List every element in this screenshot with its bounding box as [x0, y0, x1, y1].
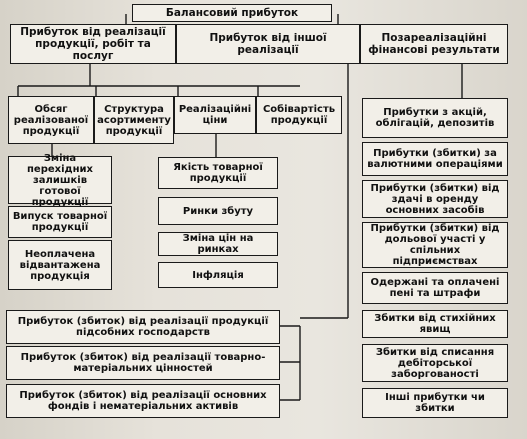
non-operating-label-lease: Прибутки (збитки) від здачі в оренду осн… [370, 182, 500, 216]
other-sales-label-goods: Прибуток (збиток) від реалізації товарно… [20, 352, 266, 374]
level1-label-other-sales: Прибуток від іншої реалізації [209, 32, 327, 56]
non-operating-label-securities: Прибутки з акцій, облігацій, депозитів [375, 107, 495, 129]
non-operating-box-fines: Одержані та оплачені пені та штрафи [362, 272, 508, 304]
price-factor-label-price-change: Зміна цін на ринках [182, 233, 254, 255]
non-operating-box-other: Інші прибутки чи збитки [362, 388, 508, 418]
non-operating-box-disasters: Збитки від стихійних явищ [362, 310, 508, 338]
volume-factor-label-stock-change: Зміна перехідних залишків готової продук… [27, 152, 93, 208]
non-operating-box-lease: Прибутки (збитки) від здачі в оренду осн… [362, 180, 508, 218]
volume-factor-box-stock-change: Зміна перехідних залишків готової продук… [8, 153, 112, 208]
non-operating-label-disasters: Збитки від стихійних явищ [374, 313, 496, 335]
root-label: Балансовий прибуток [165, 7, 299, 19]
volume-factor-box-unpaid: Неоплачена відвантажена продукція [8, 240, 112, 290]
non-operating-box-currency: Прибутки (збитки) за валютними операціям… [362, 142, 508, 176]
root-box: Балансовий прибуток [132, 4, 332, 22]
price-factor-label-inflation: Інфляція [192, 269, 244, 281]
factor-box-structure: Структура асортименту продукції [94, 96, 174, 144]
non-operating-label-other: Інші прибутки чи збитки [385, 392, 485, 414]
factor-box-cost: Собівартість продукції [256, 96, 342, 134]
factor-box-prices: Реалізаційні ціни [174, 96, 256, 134]
factor-box-volume: Обсяг реалізованої продукції [8, 96, 94, 144]
level1-box-non-operating: Позареалізаційні фінансові результати [360, 24, 508, 64]
non-operating-box-securities: Прибутки з акцій, облігацій, депозитів [362, 98, 508, 138]
non-operating-label-receivables: Збитки від списання дебіторської заборго… [375, 346, 495, 380]
price-factor-box-markets: Ринки збуту [158, 197, 278, 225]
price-factor-box-price-change: Зміна цін на ринках [158, 232, 278, 256]
other-sales-box-fixed-assets: Прибуток (збиток) від реалізації основни… [6, 384, 280, 418]
factor-label-volume: Обсяг реалізованої продукції [13, 103, 89, 137]
level1-box-other-sales: Прибуток від іншої реалізації [176, 24, 360, 64]
level1-label-non-operating: Позареалізаційні фінансові результати [368, 32, 500, 56]
other-sales-box-goods: Прибуток (збиток) від реалізації товарно… [6, 346, 280, 380]
level1-box-sales: Прибуток від реалізації продукції, робіт… [10, 24, 176, 64]
other-sales-box-subsidiary: Прибуток (збиток) від реалізації продукц… [6, 310, 280, 344]
non-operating-box-receivables: Збитки від списання дебіторської заборго… [362, 344, 508, 382]
price-factor-label-markets: Ринки збуту [182, 205, 254, 217]
non-operating-label-currency: Прибутки (збитки) за валютними операціям… [367, 148, 503, 170]
factor-label-structure: Структура асортименту продукції [97, 103, 171, 137]
other-sales-label-subsidiary: Прибуток (збиток) від реалізації продукц… [17, 316, 269, 338]
non-operating-box-joint-ventures: Прибутки (збитки) від дольової участі у … [362, 222, 508, 268]
factor-label-prices: Реалізаційні ціни [178, 104, 252, 126]
price-factor-box-inflation: Інфляція [158, 262, 278, 288]
price-factor-label-quality: Якість товарної продукції [173, 162, 263, 184]
volume-factor-label-unpaid: Неоплачена відвантажена продукція [19, 248, 101, 282]
other-sales-label-fixed-assets: Прибуток (збиток) від реалізації основни… [19, 390, 267, 412]
volume-factor-box-output: Випуск товарної продукції [8, 206, 112, 238]
factor-label-cost: Собівартість продукції [262, 104, 336, 126]
price-factor-box-quality: Якість товарної продукції [158, 157, 278, 189]
level1-label-sales: Прибуток від реалізації продукції, робіт… [20, 26, 166, 62]
non-operating-label-fines: Одержані та оплачені пені та штрафи [370, 277, 500, 299]
non-operating-label-joint-ventures: Прибутки (збитки) від дольової участі у … [370, 223, 500, 267]
volume-factor-label-output: Випуск товарної продукції [12, 211, 108, 233]
